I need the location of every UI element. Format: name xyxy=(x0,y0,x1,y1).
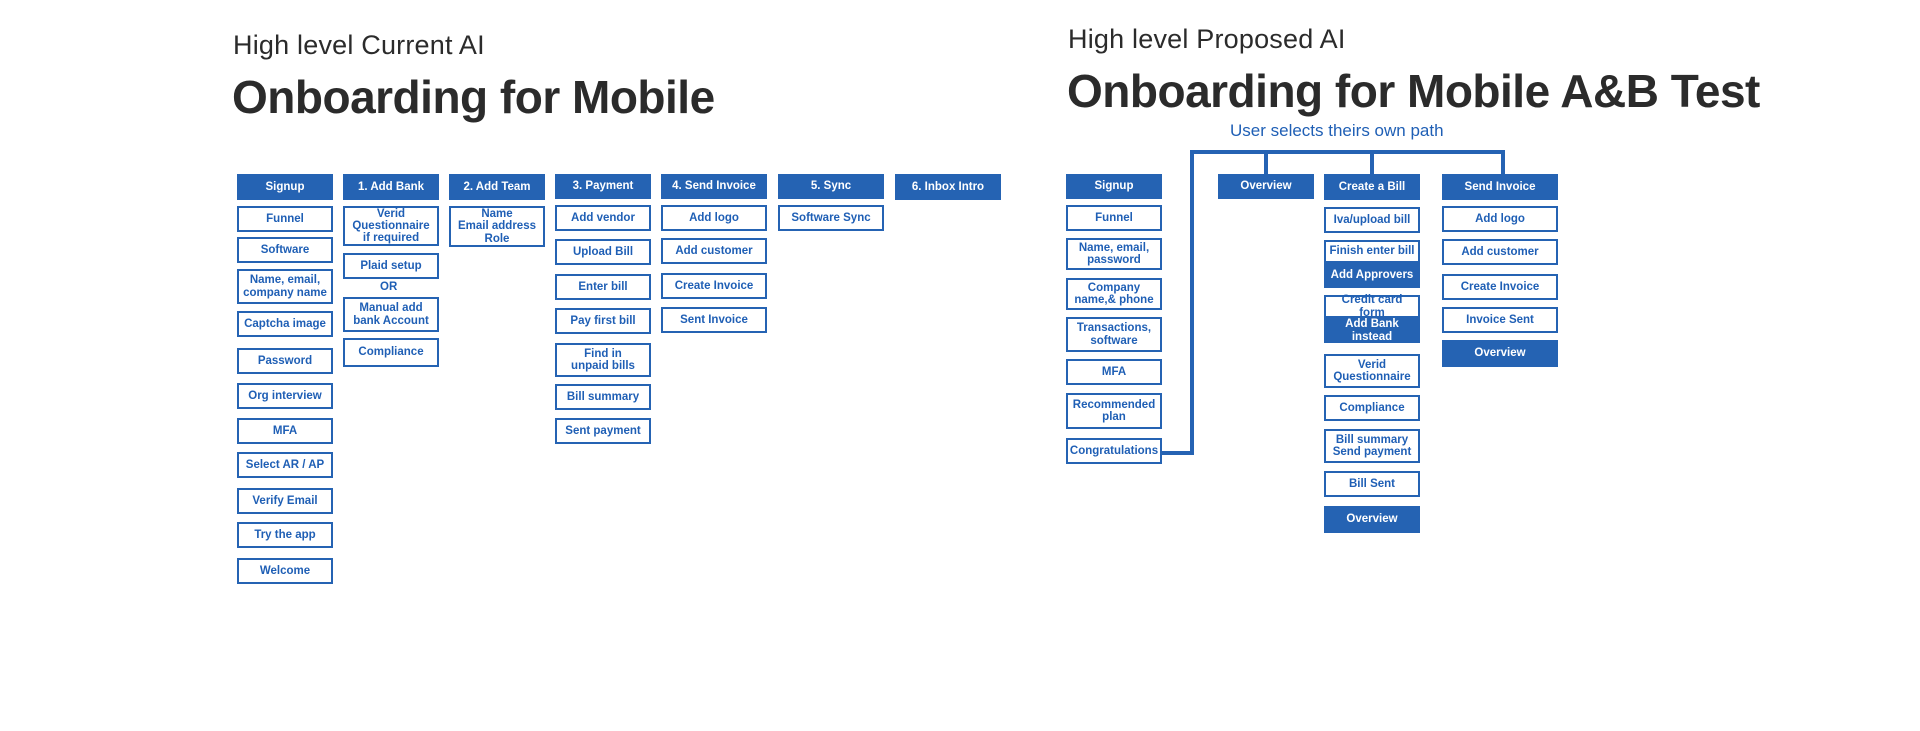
right-col0-header: Signup xyxy=(1066,174,1162,199)
left-col0-item: Select AR / AP xyxy=(237,452,333,478)
left-col0-header: Signup xyxy=(237,174,333,200)
path-connector-vertical xyxy=(1190,150,1194,455)
left-col3-item: Upload Bill xyxy=(555,239,651,265)
left-col1-item: Manual add bank Account xyxy=(343,297,439,332)
left-col1-item: Verid Questionnaire if required xyxy=(343,206,439,246)
left-col5-header: 5. Sync xyxy=(778,174,884,199)
left-col3-item: Bill summary xyxy=(555,384,651,410)
path-connector-send-invoice xyxy=(1501,150,1505,175)
left-col0-item: Captcha image xyxy=(237,311,333,337)
path-connector-start xyxy=(1162,451,1194,455)
right-col0-item: MFA xyxy=(1066,359,1162,385)
left-subtitle: High level Current AI xyxy=(233,30,485,60)
right-col2-item: Bill Sent xyxy=(1324,471,1420,497)
left-col0-item: Funnel xyxy=(237,206,333,232)
left-col1-item: Compliance xyxy=(343,338,439,367)
left-col0-item: Try the app xyxy=(237,522,333,548)
right-col2-item: Compliance xyxy=(1324,395,1420,421)
left-col4-header: 4. Send Invoice xyxy=(661,174,767,199)
right-col2-item: Add Bank instead xyxy=(1324,318,1420,343)
right-col2-item: Iva/upload bill xyxy=(1324,207,1420,233)
left-col3-item: Pay first bill xyxy=(555,308,651,334)
left-col1-item: Plaid setup xyxy=(343,253,439,279)
right-col2-header: Create a Bill xyxy=(1324,174,1420,200)
left-col4-item: Sent Invoice xyxy=(661,307,767,333)
path-connector-overview xyxy=(1264,150,1268,175)
right-col0-item: Funnel xyxy=(1066,205,1162,231)
right-subtitle: High level Proposed AI xyxy=(1068,24,1346,54)
right-col2-item: Add Approvers xyxy=(1324,263,1420,288)
right-col0-item: Transactions, software xyxy=(1066,317,1162,352)
left-col4-item: Add customer xyxy=(661,238,767,264)
left-col3-item: Sent payment xyxy=(555,418,651,444)
right-col3-item: Add customer xyxy=(1442,239,1558,265)
right-col0-item: Recommended plan xyxy=(1066,393,1162,429)
left-col2-item: Name Email address Role xyxy=(449,206,545,247)
left-col3-item: Enter bill xyxy=(555,274,651,300)
left-col1-header: 1. Add Bank xyxy=(343,174,439,200)
right-col0-item: Company name,& phone xyxy=(1066,278,1162,310)
left-col4-item: Create Invoice xyxy=(661,273,767,299)
left-col0-item: Software xyxy=(237,237,333,263)
right-col2-item: Bill summary Send payment xyxy=(1324,429,1420,463)
path-connector-horizontal xyxy=(1190,150,1505,154)
left-col2-header: 2. Add Team xyxy=(449,174,545,200)
right-col3-item: Invoice Sent xyxy=(1442,307,1558,333)
left-col5-item: Software Sync xyxy=(778,205,884,231)
left-col0-item: Welcome xyxy=(237,558,333,584)
right-col2-item: Verid Questionnaire xyxy=(1324,354,1420,388)
right-col0-item: Name, email, password xyxy=(1066,238,1162,270)
left-col0-item: Verify Email xyxy=(237,488,333,514)
left-col3-item: Find in unpaid bills xyxy=(555,343,651,377)
path-label: User selects theirs own path xyxy=(1230,121,1444,140)
right-col2-item: Overview xyxy=(1324,506,1420,533)
or-label: OR xyxy=(380,281,398,293)
left-col0-item: Password xyxy=(237,348,333,374)
path-connector-create-bill xyxy=(1370,150,1374,175)
left-title: Onboarding for Mobile xyxy=(232,71,715,123)
left-col4-item: Add logo xyxy=(661,205,767,231)
left-col0-item: MFA xyxy=(237,418,333,444)
right-title: Onboarding for Mobile A&B Test xyxy=(1067,65,1760,117)
right-col2-item: Credit card form xyxy=(1324,294,1420,319)
right-col3-item: Overview xyxy=(1442,340,1558,367)
left-col3-item: Add vendor xyxy=(555,205,651,231)
left-col0-item: Name, email, company name xyxy=(237,269,333,304)
left-col6-header: 6. Inbox Intro xyxy=(895,174,1001,200)
right-col3-item: Add logo xyxy=(1442,206,1558,232)
right-col0-item: Congratulations xyxy=(1066,438,1162,464)
right-col2-item: Finish enter bill xyxy=(1324,240,1420,263)
left-col3-header: 3. Payment xyxy=(555,174,651,199)
left-col0-item: Org interview xyxy=(237,383,333,409)
right-col3-header: Send Invoice xyxy=(1442,174,1558,200)
right-col1-header: Overview xyxy=(1218,174,1314,199)
right-col3-item: Create Invoice xyxy=(1442,274,1558,300)
